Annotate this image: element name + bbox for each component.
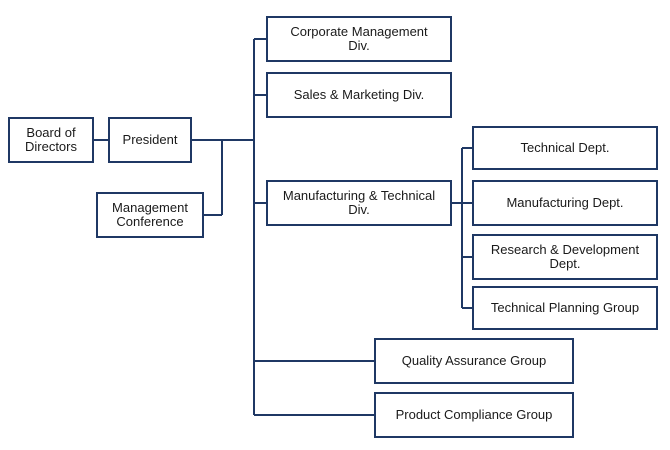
manufacturing-dept-box: Manufacturing Dept. <box>472 180 658 226</box>
research-development-dept-box: Research & Development Dept. <box>472 234 658 280</box>
board-of-directors-box: Board of Directors <box>8 117 94 163</box>
quality-assurance-group-box: Quality Assurance Group <box>374 338 574 384</box>
management-conference-box: Management Conference <box>96 192 204 238</box>
manufacturing-technical-div-box: Manufacturing & Technical Div. <box>266 180 452 226</box>
product-compliance-group-box: Product Compliance Group <box>374 392 574 438</box>
technical-dept-box: Technical Dept. <box>472 126 658 170</box>
corporate-management-div-box: Corporate Management Div. <box>266 16 452 62</box>
technical-planning-group-box: Technical Planning Group <box>472 286 658 330</box>
president-box: President <box>108 117 192 163</box>
sales-marketing-div-box: Sales & Marketing Div. <box>266 72 452 118</box>
